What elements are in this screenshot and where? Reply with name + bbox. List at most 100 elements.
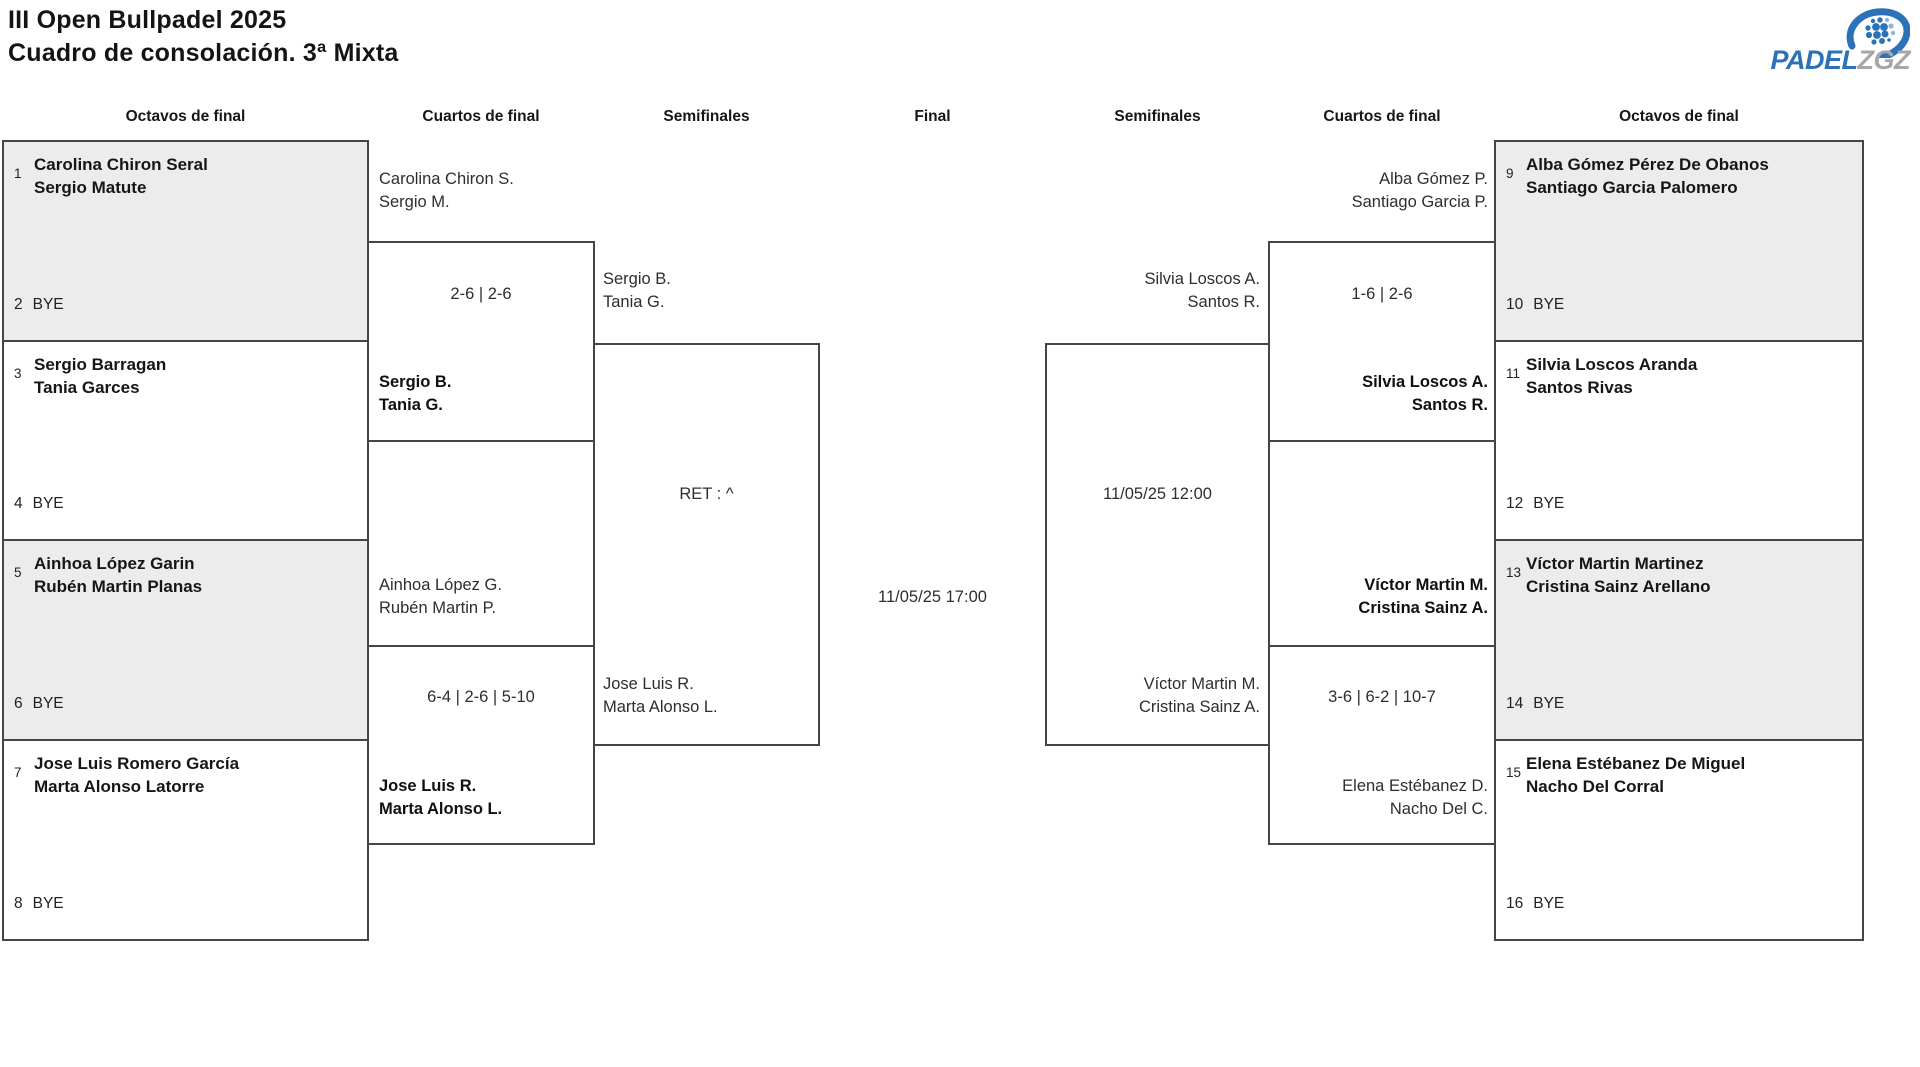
player-name: Silvia Loscos A. (1144, 270, 1260, 288)
round-header-final: Final (914, 108, 951, 125)
player-name: Alba Gómez P. (1379, 170, 1488, 188)
logo-wordmark: PADELZGZ (1770, 45, 1910, 76)
player-name: Tania G. (379, 396, 443, 414)
seed-number: 16 (1506, 895, 1524, 912)
bye-label: BYE (1533, 895, 1565, 912)
player-name: Carolina Chiron S. (379, 170, 514, 188)
qf-right-1-box (1268, 241, 1496, 442)
player-name: Santiago Garcia P. (1351, 193, 1488, 211)
bye-label: BYE (32, 895, 64, 912)
qf-left-1-winner: Sergio B. Tania G. (379, 371, 451, 417)
round-header-left-r16: Octavos de final (125, 108, 246, 125)
logo-word-padel: PADEL (1770, 45, 1858, 75)
player-name: Víctor Martin M. (1143, 675, 1260, 693)
player-name: Sergio M. (379, 193, 450, 211)
qf-right-1-winner: Silvia Loscos A. Santos R. (1362, 371, 1488, 417)
player-name: Santos Rivas (1526, 378, 1633, 397)
seed-number: 14 (1506, 695, 1524, 712)
seed-number: 11 (1506, 366, 1521, 381)
bye-label: BYE (32, 495, 64, 512)
r16-right-match-1: 9 Alba Gómez Pérez De Obanos Santiago Ga… (1494, 140, 1864, 342)
player-name: Rubén Martin P. (379, 599, 497, 617)
qf-right-2-score: 3-6 | 6-2 | 10-7 (1328, 688, 1436, 706)
bye-row: 2 BYE (14, 296, 64, 314)
qf-right-1-team-top: Alba Gómez P. Santiago Garcia P. (1352, 168, 1488, 214)
sf-left-note: RET : ^ (679, 485, 734, 503)
player-name: Sergio Matute (34, 178, 147, 197)
team-pair: Silvia Loscos Aranda Santos Rivas (1526, 353, 1697, 399)
seed-number: 5 (14, 565, 22, 580)
bye-label: BYE (32, 695, 64, 712)
qf-left-2-team-top: Ainhoa López G. Rubén Martin P. (379, 574, 502, 620)
player-name: Cristina Sainz Arellano (1526, 577, 1711, 596)
qf-left-2-score: 6-4 | 2-6 | 5-10 (427, 688, 535, 706)
seed-number: 8 (14, 895, 23, 912)
logo-word-zgz: ZGZ (1857, 45, 1911, 75)
player-name: Tania Garces (34, 378, 140, 397)
player-name: Santiago Garcia Palomero (1526, 178, 1738, 197)
player-name: Ainhoa López G. (379, 576, 502, 594)
round-header-right-r16: Octavos de final (1619, 108, 1739, 125)
r16-left-match-4: 7 Jose Luis Romero García Marta Alonso L… (2, 739, 369, 941)
player-name: Silvia Loscos A. (1362, 373, 1488, 391)
r16-right-match-2: 11 Silvia Loscos Aranda Santos Rivas 12 B… (1494, 340, 1864, 541)
seed-number: 4 (14, 495, 23, 512)
player-name: Nacho Del C. (1389, 800, 1488, 818)
player-name: Víctor Martin Martinez (1526, 554, 1704, 573)
player-name: Santos R. (1187, 293, 1260, 311)
team-pair: Ainhoa López Garin Rubén Martin Planas (34, 552, 202, 598)
player-name: Sergio B. (379, 373, 452, 391)
page-subtitle: Cuadro de consolación. 3ª Mixta (8, 39, 399, 67)
qf-right-2-winner: Víctor Martin M. Cristina Sainz A. (1358, 574, 1488, 620)
r16-right-match-4: 15 Elena Estébanez De Miguel Nacho Del C… (1494, 739, 1864, 941)
padel-racket-icon (1846, 8, 1910, 58)
qf-right-2-team-bottom: Elena Estébanez D. Nacho Del C. (1342, 775, 1488, 821)
sf-left-team-top: Sergio B. Tania G. (603, 268, 671, 314)
player-name: Marta Alonso L. (379, 800, 503, 818)
seed-number: 13 (1506, 565, 1522, 580)
qf-left-1-score: 2-6 | 2-6 (450, 285, 512, 303)
player-name: Sergio B. (603, 270, 671, 288)
bye-row: 8 BYE (14, 895, 64, 913)
seed-number: 7 (14, 765, 22, 780)
bye-row: 12 BYE (1506, 495, 1564, 513)
seed-number: 2 (14, 296, 23, 313)
round-header-right-qf: Cuartos de final (1323, 108, 1441, 125)
bye-label: BYE (1533, 296, 1565, 313)
player-name: Rubén Martin Planas (34, 577, 203, 596)
page-title: III Open Bullpadel 2025 (8, 6, 287, 34)
bye-label: BYE (1533, 695, 1565, 712)
player-name: Cristina Sainz A. (1138, 698, 1260, 716)
player-name: Carolina Chiron Seral (34, 155, 208, 174)
player-name: Tania G. (603, 293, 665, 311)
round-header-left-sf: Semifinales (663, 108, 750, 125)
round-header-right-sf: Semifinales (1114, 108, 1201, 125)
qf-right-1-score: 1-6 | 2-6 (1351, 285, 1413, 303)
r16-right-match-3: 13 Víctor Martin Martinez Cristina Sainz… (1494, 539, 1864, 741)
team-pair: Jose Luis Romero García Marta Alonso Lat… (34, 752, 239, 798)
bye-row: 4 BYE (14, 495, 64, 513)
player-name: Sergio Barragan (34, 355, 167, 374)
bye-label: BYE (32, 296, 64, 313)
player-name: Jose Luis R. (603, 675, 694, 693)
player-name: Silvia Loscos Aranda (1526, 355, 1698, 374)
team-pair: Elena Estébanez De Miguel Nacho Del Corr… (1526, 752, 1745, 798)
seed-number: 1 (14, 166, 22, 181)
seed-number: 12 (1506, 495, 1524, 512)
sf-right-box (1045, 343, 1270, 746)
sf-left-box (593, 343, 820, 746)
bye-label: BYE (1533, 495, 1565, 512)
player-name: Jose Luis Romero García (34, 754, 240, 773)
team-pair: Alba Gómez Pérez De Obanos Santiago Garc… (1526, 153, 1769, 199)
bye-row: 14 BYE (1506, 695, 1564, 713)
player-name: Marta Alonso Latorre (34, 777, 205, 796)
team-pair: Víctor Martin Martinez Cristina Sainz Ar… (1526, 552, 1711, 598)
player-name: Ainhoa López Garin (34, 554, 195, 573)
player-name: Marta Alonso L. (603, 698, 718, 716)
sf-right-team-top: Silvia Loscos A. Santos R. (1144, 268, 1260, 314)
player-name: Alba Gómez Pérez De Obanos (1526, 155, 1769, 174)
team-pair: Sergio Barragan Tania Garces (34, 353, 166, 399)
